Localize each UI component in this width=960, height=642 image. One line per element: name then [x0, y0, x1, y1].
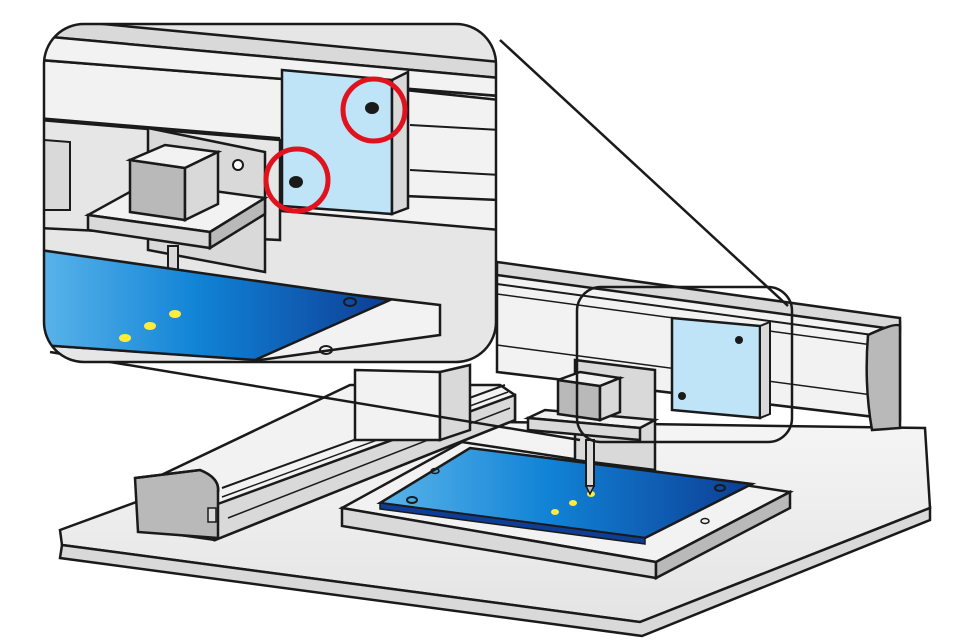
- zoom-inset: [42, 22, 498, 364]
- zoom-connector-lines: [49, 39, 789, 442]
- zoom-source-region: [575, 285, 794, 444]
- mounting-bracket: [670, 316, 771, 420]
- highlight-circle-lower-screw: [263, 146, 331, 214]
- gantry-support-post: [353, 363, 472, 442]
- zoom-inset-frame: [42, 22, 498, 364]
- highlight-circle-upper-screw: [340, 76, 408, 144]
- work-plate: [376, 446, 757, 545]
- main-scene: [58, 260, 932, 638]
